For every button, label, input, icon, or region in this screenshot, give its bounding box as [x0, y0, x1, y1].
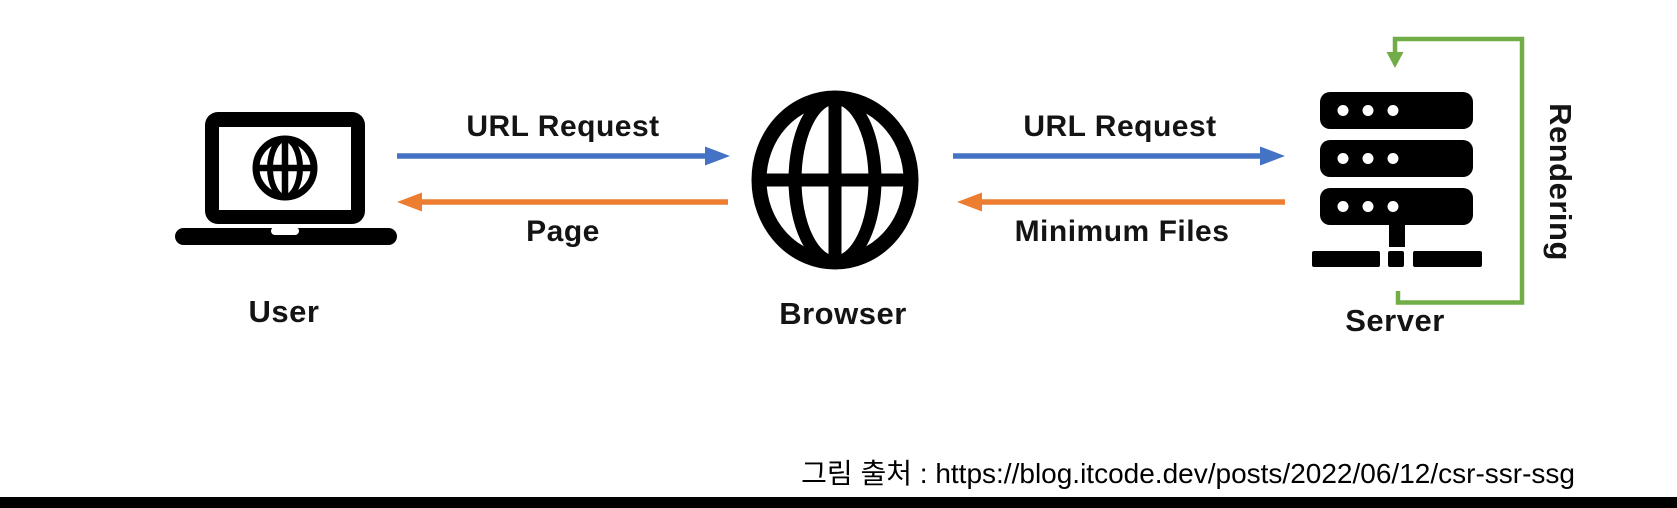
- source-credit-text: 그림 출처 : https://blog.itcode.dev/posts/20…: [801, 458, 1575, 489]
- node-label-user: User: [248, 294, 320, 329]
- arrow-minimum-files-server-to-browser: [957, 192, 1285, 212]
- node-label-server: Server: [1345, 303, 1445, 338]
- edge-label-minimum-files: Minimum Files: [1014, 215, 1230, 248]
- edge-label-page: Page: [526, 215, 600, 248]
- arrow-url-request-user-to-browser: [397, 146, 730, 166]
- edge-label-url-request-1: URL Request: [466, 110, 660, 143]
- bottom-bar: [0, 497, 1677, 508]
- globe-icon: [751, 90, 919, 270]
- loop-arrow-icon: [1386, 36, 1525, 305]
- arrow-page-browser-to-user: [397, 192, 728, 212]
- edge-label-url-request-2: URL Request: [1023, 110, 1217, 143]
- arrow-url-request-browser-to-server: [953, 146, 1285, 166]
- laptop-globe-icon: [175, 112, 397, 245]
- node-label-browser: Browser: [779, 296, 907, 331]
- server-stack-icon: [1312, 92, 1482, 267]
- edge-label-rendering: Rendering: [1543, 103, 1578, 261]
